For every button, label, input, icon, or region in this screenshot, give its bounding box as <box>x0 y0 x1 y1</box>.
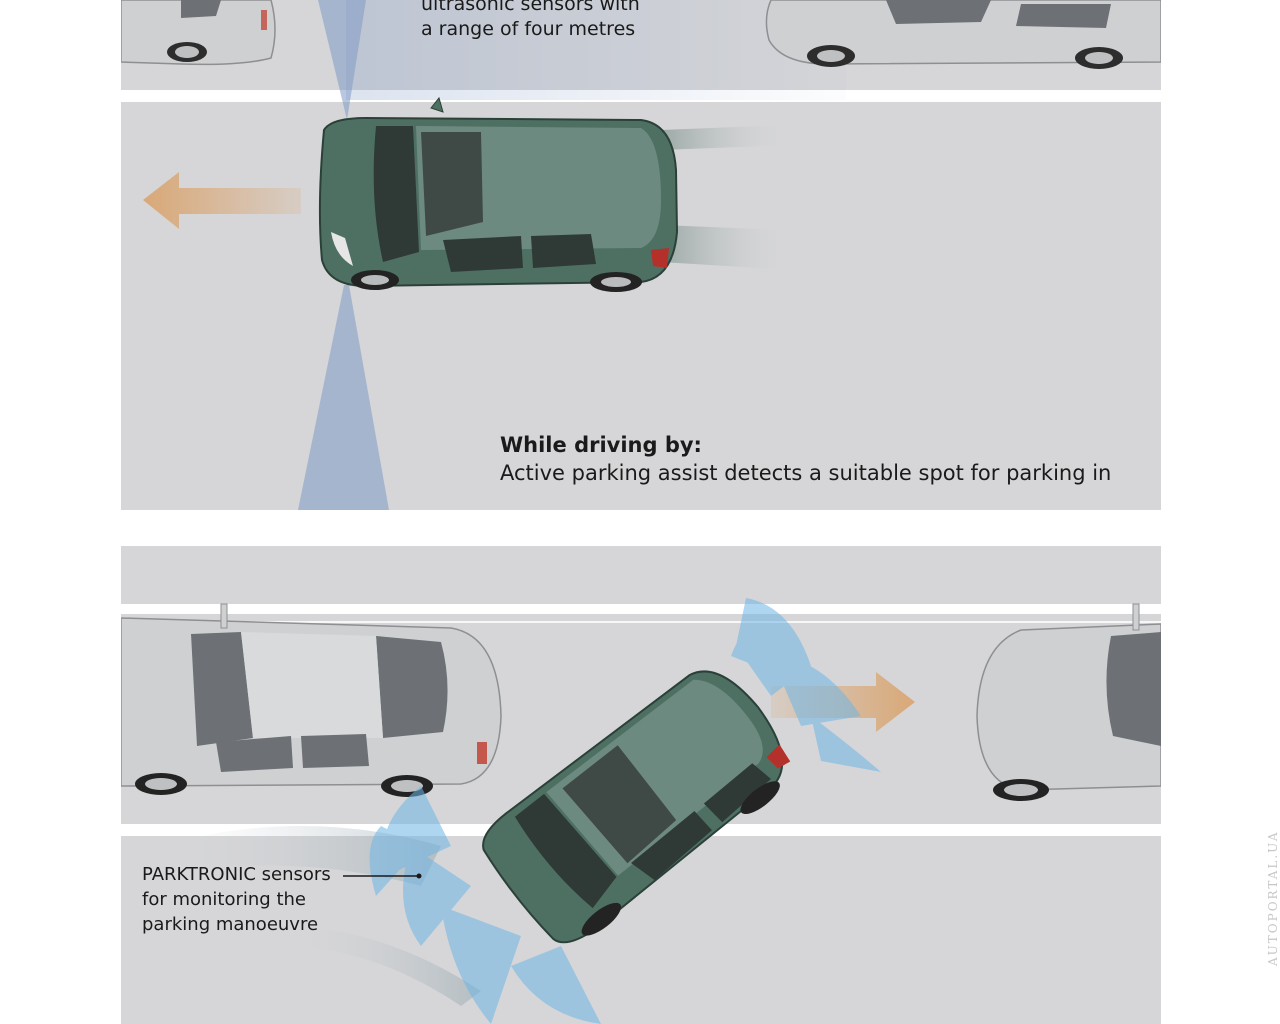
silver-car <box>121 0 276 66</box>
parktronic-caption: PARKTRONIC sensors for monitoring the pa… <box>142 862 331 937</box>
watermark: AUTOPORTAL.UA <box>1266 830 1280 966</box>
lower-sensor-beam <box>298 285 389 510</box>
parktronic-beams-front <box>731 598 881 772</box>
driving-caption: While driving by: Active parking assist … <box>500 431 1111 487</box>
sensor-caption: ultrasonic sensors with a range of four … <box>421 0 640 42</box>
silver-car <box>976 603 1161 801</box>
green-car <box>482 670 791 944</box>
motion-blur <box>281 926 481 1006</box>
parktronic-caption-line: PARKTRONIC sensors <box>142 864 331 885</box>
motion-blur <box>661 225 791 270</box>
upper-sensor-beam <box>318 0 366 120</box>
caption-leader-dot <box>416 873 422 879</box>
curb-line <box>121 621 1161 623</box>
parktronic-caption-line: parking manoeuvre <box>142 914 319 935</box>
silver-car <box>121 603 502 797</box>
top-scene <box>121 0 1161 510</box>
top-diagram-panel: ultrasonic sensors with a range of four … <box>121 0 1161 510</box>
green-car <box>318 96 679 292</box>
sensor-caption-line: a range of four metres <box>421 18 636 40</box>
driving-title: While driving by: <box>500 433 702 457</box>
parktronic-caption-line: for monitoring the <box>142 889 306 910</box>
bottom-scene <box>121 598 1161 1024</box>
motion-blur <box>661 125 791 150</box>
direction-arrow-left-icon <box>143 172 301 229</box>
parktronic-beams-rear <box>369 786 601 1024</box>
bottom-diagram-panel: PARKTRONIC sensors for monitoring the pa… <box>121 546 1161 1024</box>
silver-car <box>765 0 1161 69</box>
sensor-caption-line: ultrasonic sensors with <box>421 0 640 15</box>
driving-text: Active parking assist detects a suitable… <box>500 461 1112 485</box>
sensor-range-area <box>346 0 846 100</box>
curb-line <box>121 604 1161 614</box>
